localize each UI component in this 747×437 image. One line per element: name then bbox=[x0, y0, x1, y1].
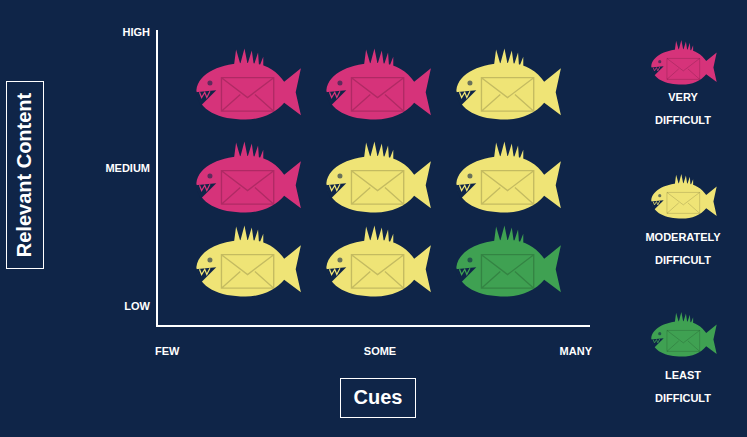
axis-title: Relevant Content bbox=[13, 92, 36, 258]
fish bbox=[455, 48, 561, 119]
axis-tick-label: SOME bbox=[364, 345, 396, 357]
fish bbox=[195, 225, 301, 296]
fish bbox=[651, 312, 717, 357]
fish bbox=[455, 225, 561, 296]
fish bbox=[195, 141, 301, 212]
legend-label: VERY DIFFICULT bbox=[641, 86, 725, 132]
axis-title-box: Relevant Content bbox=[6, 81, 44, 269]
axis-title: Cues bbox=[353, 386, 403, 409]
axis-tick-label: FEW bbox=[155, 345, 179, 357]
axis-tick-label: HIGH bbox=[123, 26, 151, 38]
legend-label: LEAST DIFFICULT bbox=[641, 364, 725, 410]
fish bbox=[651, 174, 717, 219]
legend-swatch bbox=[646, 312, 718, 358]
axis-tick-label: MANY bbox=[560, 345, 592, 357]
axis-tick-label: MEDIUM bbox=[105, 162, 150, 174]
fish bbox=[325, 48, 431, 119]
fish-grid bbox=[195, 48, 561, 296]
fish bbox=[651, 40, 717, 85]
fish bbox=[325, 141, 431, 212]
fish bbox=[195, 48, 301, 119]
axis-tick-label: LOW bbox=[124, 300, 150, 312]
legend-swatch bbox=[646, 40, 718, 86]
axis-title-box: Cues bbox=[340, 378, 416, 418]
legend-label: MODERATELY DIFFICULT bbox=[641, 226, 725, 272]
legend-swatch bbox=[646, 174, 718, 220]
axes bbox=[157, 30, 590, 326]
fish bbox=[455, 141, 561, 212]
fish bbox=[325, 225, 431, 296]
